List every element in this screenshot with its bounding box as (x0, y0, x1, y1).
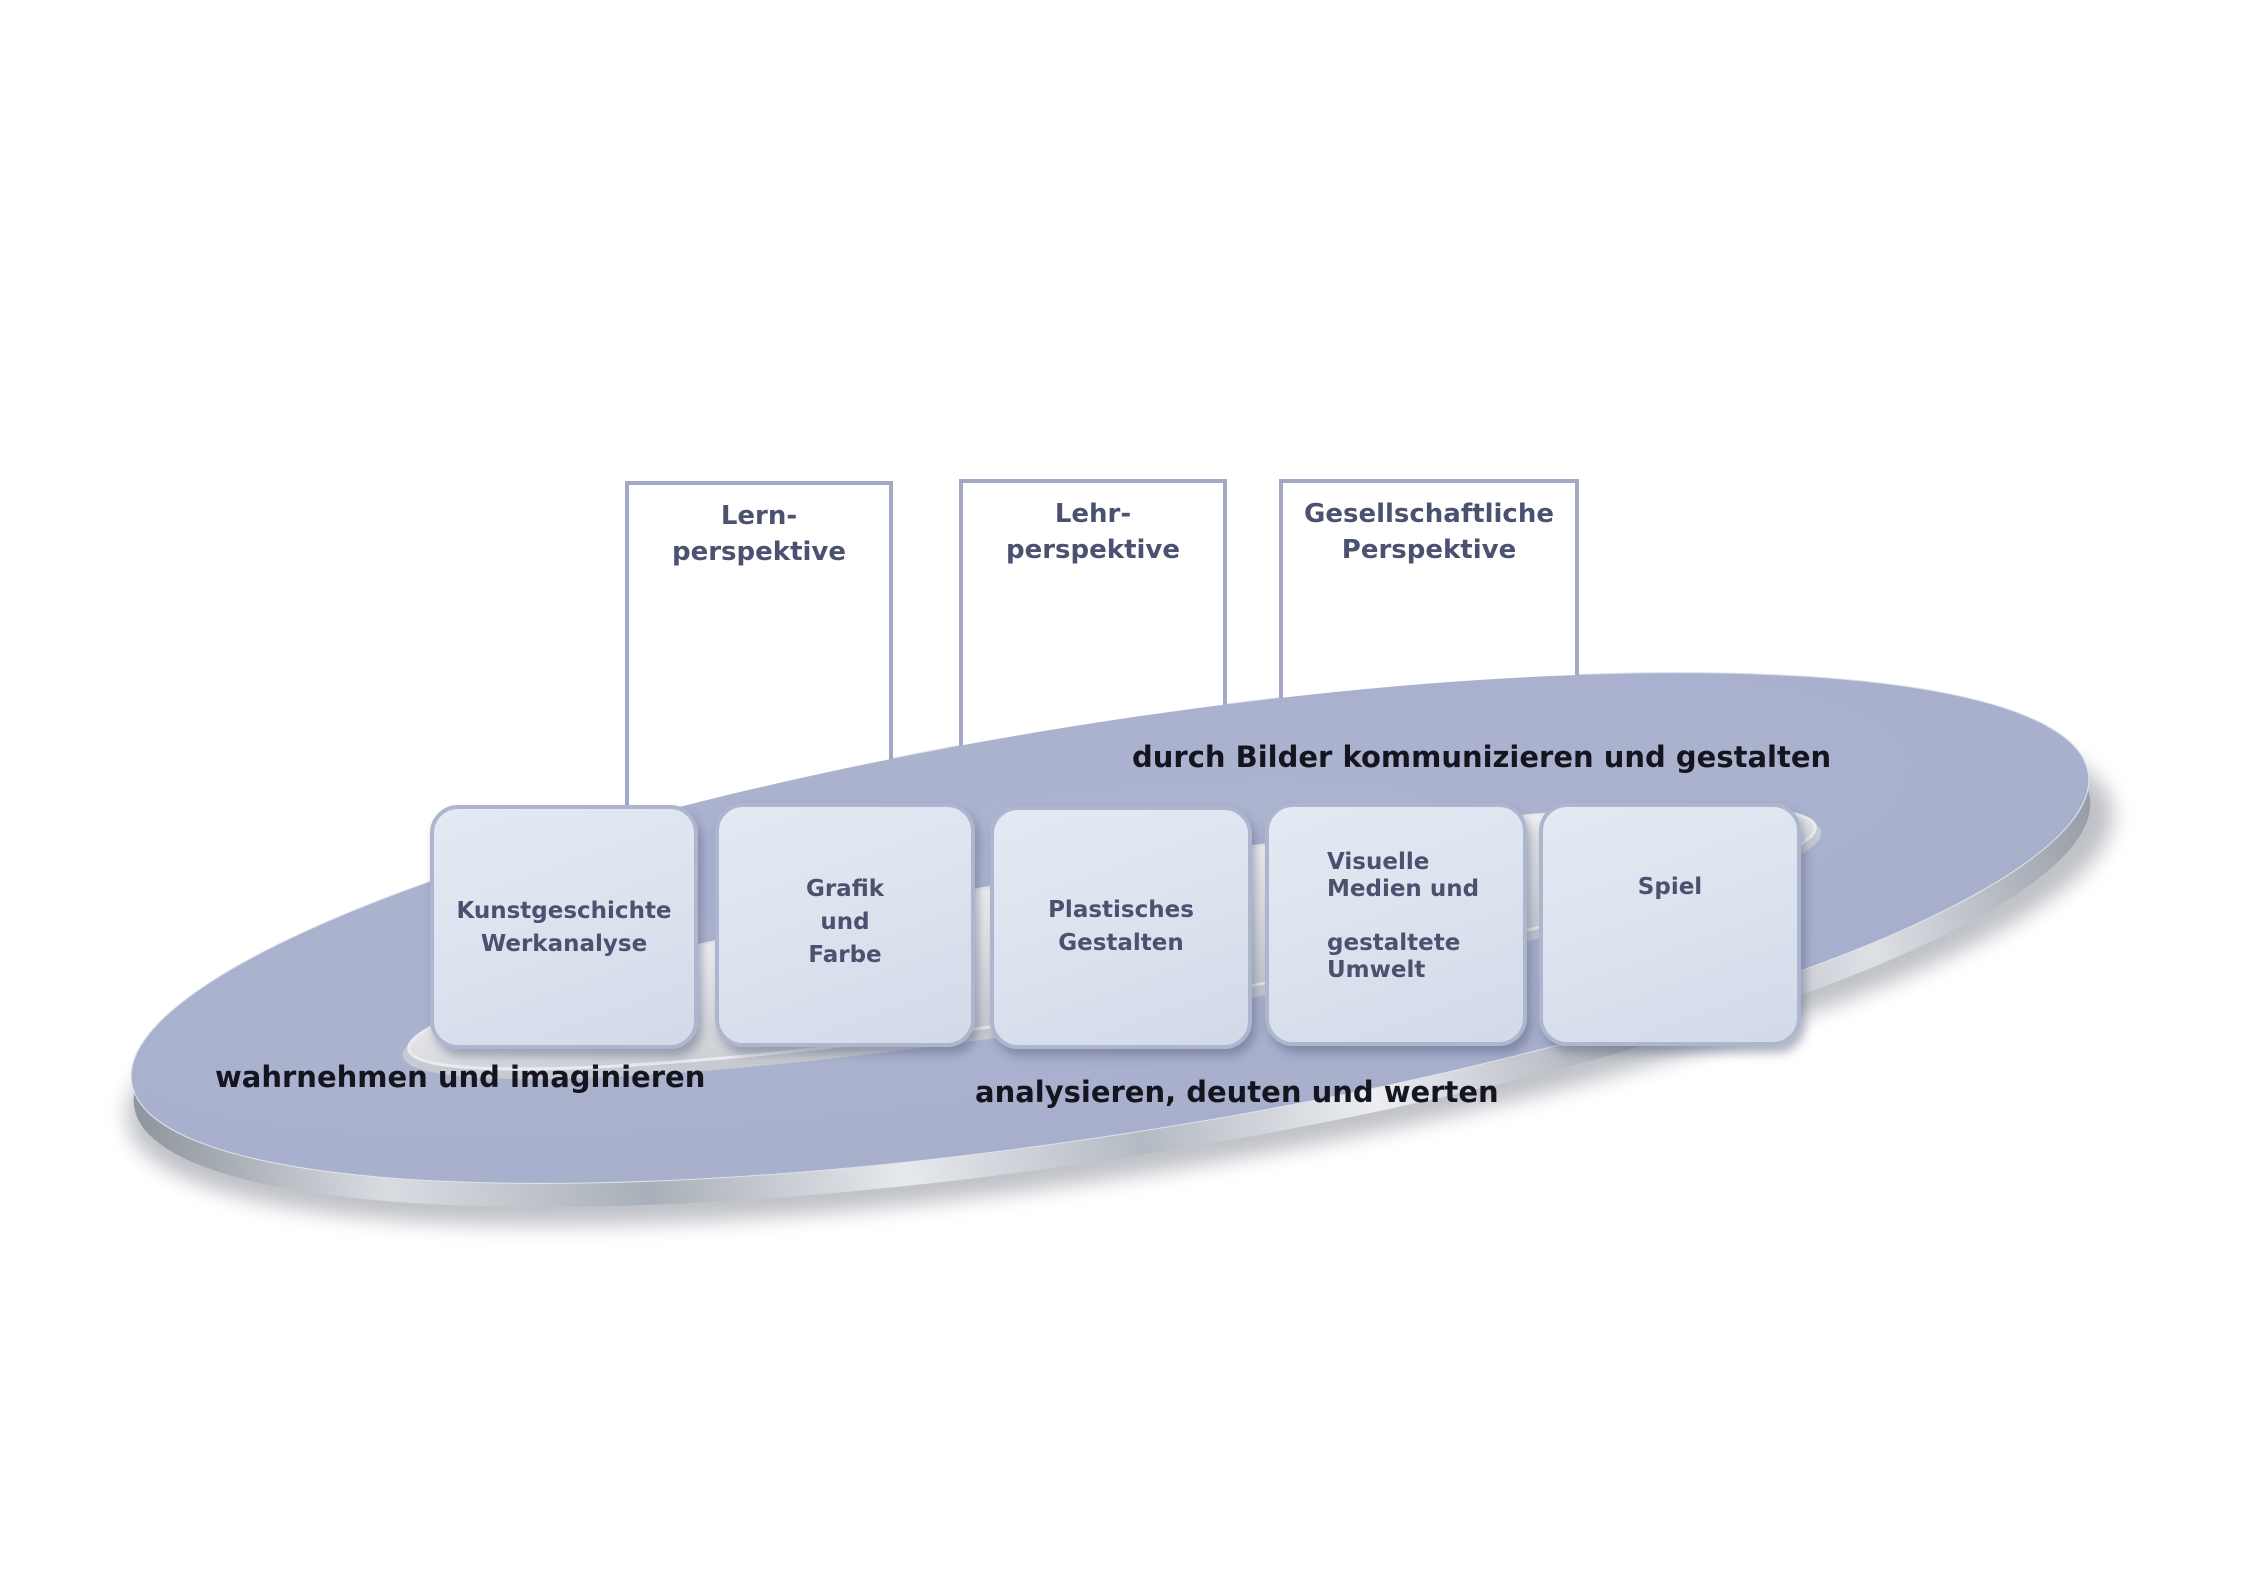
area-label-visuelle-medien: Visuelle Medien und gestaltete Umwelt (1327, 849, 1480, 983)
perspective-label-lehr: Lehr- perspektive (1005, 499, 1180, 565)
area-label-plastisches: Plastisches Gestalten (1048, 897, 1194, 956)
ring-label-left: wahrnehmen und imaginieren (215, 1060, 706, 1094)
area-label-spiel: Spiel (1637, 874, 1703, 900)
area-box-spiel: Spiel (1539, 803, 1801, 1046)
area-label-kunstgeschichte: Kunstgeschichte Werkanalyse (456, 898, 672, 957)
perspective-label-lern: Lern- perspektive (671, 501, 846, 567)
perspective-label-gesellschaft: Gesellschaftliche Perspektive (1304, 499, 1554, 565)
ring-label-top: durch Bilder kommunizieren und gestalten (1132, 740, 1832, 774)
ring-label-bottom: analysieren, deuten und werten (975, 1075, 1499, 1109)
area-label-grafik: Grafik und Farbe (805, 876, 885, 968)
area-box-grafik: Grafik und Farbe (715, 803, 975, 1047)
perspective-box-lern (625, 481, 893, 815)
area-box-kunstgeschichte: Kunstgeschichte Werkanalyse (430, 805, 698, 1049)
area-box-visuelle-medien: Visuelle Medien und gestaltete Umwelt (1265, 803, 1527, 1046)
area-box-plastisches: Plastisches Gestalten (990, 806, 1252, 1049)
